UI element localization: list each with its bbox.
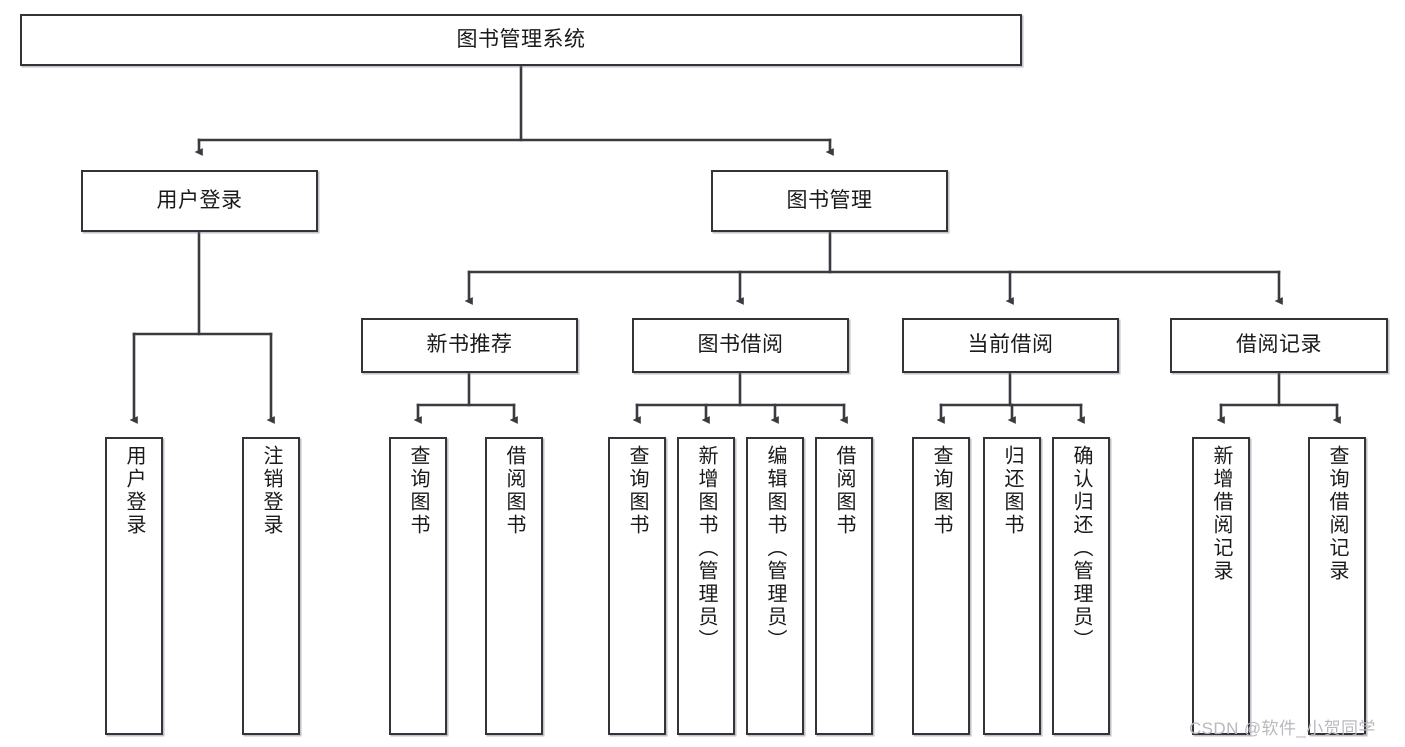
node-label: 新增借阅记录 [1210, 445, 1232, 583]
leaf-borrow-book-new[interactable]: 借阅图书 [485, 437, 543, 735]
node-label: 新书推荐 [426, 333, 513, 357]
leaf-user-login[interactable]: 用户登录 [105, 437, 163, 735]
node-book-management-system[interactable]: 图书管理系统 [20, 14, 1022, 66]
node-book-management[interactable]: 图书管理 [711, 170, 948, 232]
node-book-borrow[interactable]: 图书借阅 [632, 318, 849, 373]
node-label: 查询图书 [407, 445, 429, 537]
node-label: 借阅图书 [833, 445, 855, 537]
node-new-book-recommend[interactable]: 新书推荐 [361, 318, 578, 373]
leaf-add-book-admin[interactable]: 新增图书（管理员） [677, 437, 735, 735]
node-label: 查询图书 [930, 445, 952, 537]
node-label: 新增图书（管理员） [695, 445, 717, 652]
node-current-borrow[interactable]: 当前借阅 [902, 318, 1119, 373]
leaf-query-book-new[interactable]: 查询图书 [389, 437, 447, 735]
node-label: 图书借阅 [697, 333, 784, 357]
leaf-add-borrow-record[interactable]: 新增借阅记录 [1192, 437, 1250, 735]
node-label: 归还图书 [1001, 445, 1023, 537]
node-label: 注销登录 [260, 445, 282, 537]
leaf-query-book[interactable]: 查询图书 [608, 437, 666, 735]
node-borrow-record[interactable]: 借阅记录 [1170, 318, 1388, 373]
node-label: 借阅记录 [1236, 333, 1322, 357]
watermark: CSDN @软件_小贺同学 [1189, 719, 1376, 738]
node-label: 当前借阅 [967, 333, 1054, 357]
node-label: 用户登录 [123, 445, 145, 537]
node-label: 查询借阅记录 [1326, 445, 1348, 583]
node-label: 确认归还（管理员） [1070, 445, 1092, 652]
node-user-login[interactable]: 用户登录 [81, 170, 318, 232]
node-label: 编辑图书（管理员） [764, 445, 786, 652]
leaf-return-book[interactable]: 归还图书 [983, 437, 1041, 735]
node-label: 用户登录 [156, 188, 243, 212]
node-label: 借阅图书 [503, 445, 525, 537]
node-label: 查询图书 [626, 445, 648, 537]
leaf-query-book-current[interactable]: 查询图书 [912, 437, 970, 735]
leaf-edit-book-admin[interactable]: 编辑图书（管理员） [746, 437, 804, 735]
node-label: 图书管理系统 [456, 27, 586, 51]
leaf-query-borrow-record[interactable]: 查询借阅记录 [1308, 437, 1366, 735]
leaf-logout[interactable]: 注销登录 [242, 437, 300, 735]
node-label: 图书管理 [786, 188, 873, 212]
leaf-borrow-book[interactable]: 借阅图书 [815, 437, 873, 735]
leaf-confirm-return-admin[interactable]: 确认归还（管理员） [1052, 437, 1110, 735]
